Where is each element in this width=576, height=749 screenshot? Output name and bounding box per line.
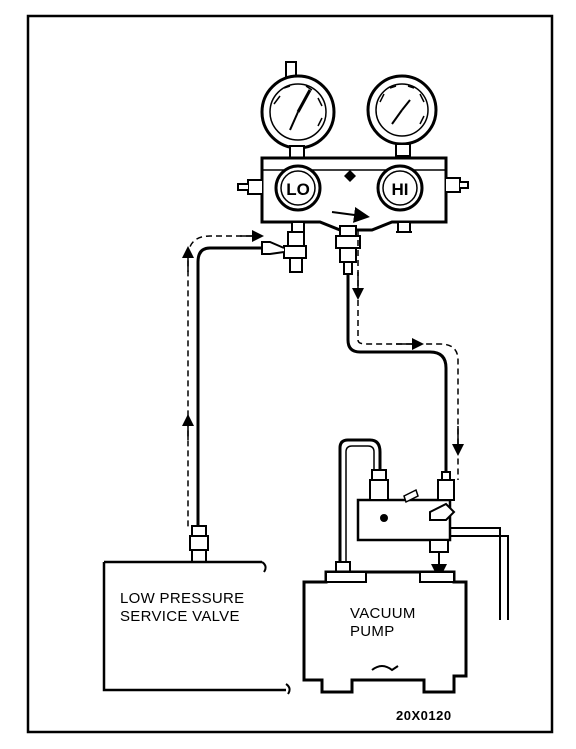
figure-id: 20X0120 [396,708,452,723]
low-pressure-service-valve: LOW PRESSURE SERVICE VALVE [102,560,291,695]
hi-pressure-gauge [366,74,438,157]
vacuum-label-line2: PUMP [350,623,395,640]
pump-valve-block [356,471,509,620]
left-tee-fitting [261,231,307,273]
hi-valve-knob: HI [376,164,424,212]
lo-label: LO [286,180,310,199]
hi-label: HI [392,180,409,199]
center-fitting [335,225,361,275]
vacuum-pump: VACUUM PUMP [302,570,468,694]
low-side-connector [189,525,209,563]
pump-intake-fitting [335,438,389,573]
low-side-hose [182,230,264,530]
lo-pressure-gauge [260,61,336,159]
low-pressure-label-line2: SERVICE VALVE [120,608,240,625]
gauge-manifold [237,156,469,233]
outer-frame [26,14,554,734]
vacuum-label-line1: VACUUM [350,605,416,622]
low-pressure-label-line1: LOW PRESSURE [120,590,244,607]
center-hose [346,230,464,480]
lo-valve-knob: LO [274,164,322,212]
